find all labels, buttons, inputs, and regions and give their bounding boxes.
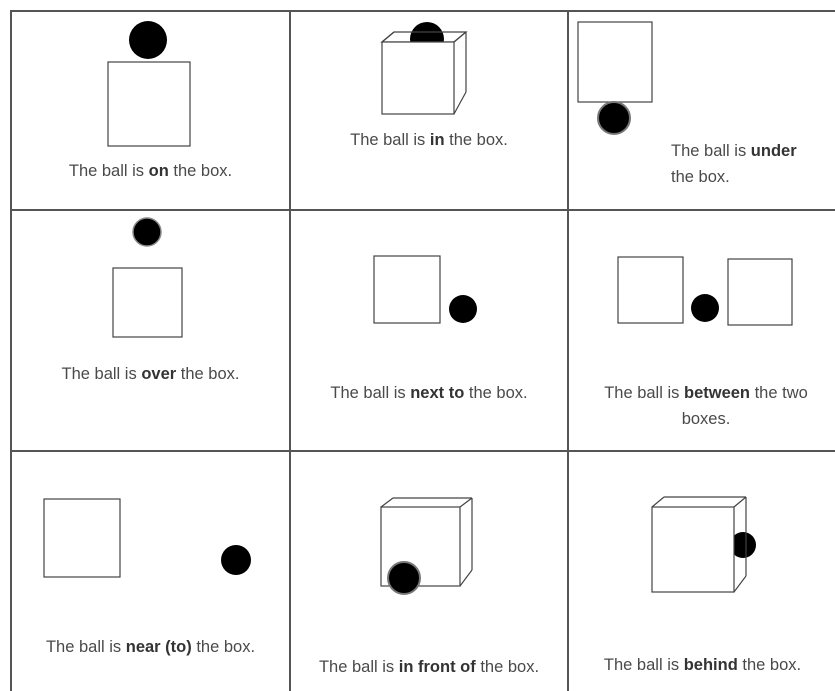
box [374,256,440,323]
illustration-near [44,499,251,577]
caption-keyword: in [430,131,445,149]
caption-post: the box. [176,365,239,383]
caption-under: The ball is under the box. [671,138,835,190]
box-front [382,42,454,114]
caption-keyword: in front of [399,658,476,676]
caption-keyword: next to [410,384,464,402]
ball [221,545,251,575]
caption-pre: The ball is [604,656,684,674]
caption-line2: the box. [671,168,730,186]
illustration-between [618,257,792,325]
ball [129,21,167,59]
caption-keyword: between [684,384,750,402]
caption-keyword: on [149,162,169,180]
illustration-behind [652,497,756,592]
caption-in: The ball is in the box. [290,127,568,153]
ball [598,102,630,134]
caption-between: The ball is between the two boxes. [575,380,835,432]
caption-pre: The ball is [604,384,684,402]
caption-pre: The ball is [69,162,149,180]
box [578,22,652,102]
caption-post: the box. [738,656,801,674]
ball [133,218,161,246]
caption-over: The ball is over the box. [11,361,290,387]
caption-in-front-of: The ball is in front of the box. [290,654,568,680]
caption-near: The ball is near (to) the box. [11,634,290,660]
caption-keyword: over [141,365,176,383]
caption-behind: The ball is behind the box. [570,652,835,678]
box-front [652,507,734,592]
box [44,499,120,577]
ball [388,562,420,594]
caption-post: the box. [464,384,527,402]
caption-post: the box. [445,131,508,149]
illustration-in-front-of [381,498,472,594]
caption-post: the two [750,384,808,402]
illustration-on [108,21,190,146]
illustration-over [113,218,182,337]
box [108,62,190,146]
illustration-next-to [374,256,477,323]
caption-pre: The ball is [46,638,126,656]
caption-post: the box. [476,658,539,676]
illustration-in [382,22,466,114]
caption-keyword: behind [684,656,738,674]
box-right [728,259,792,325]
caption-pre: The ball is [319,658,399,676]
caption-post: the box. [169,162,232,180]
caption-next-to: The ball is next to the box. [290,380,568,406]
illustration-under [578,22,652,134]
caption-post: the box. [192,638,255,656]
ball [691,294,719,322]
box-left [618,257,683,323]
ball [449,295,477,323]
caption-pre: The ball is [330,384,410,402]
caption-keyword: near (to) [126,638,192,656]
caption-pre: The ball is [671,142,751,160]
caption-pre: The ball is [62,365,142,383]
box [113,268,182,337]
caption-on: The ball is on the box. [11,158,290,184]
caption-pre: The ball is [350,131,430,149]
caption-line2: boxes. [682,410,731,428]
caption-keyword: under [751,142,797,160]
